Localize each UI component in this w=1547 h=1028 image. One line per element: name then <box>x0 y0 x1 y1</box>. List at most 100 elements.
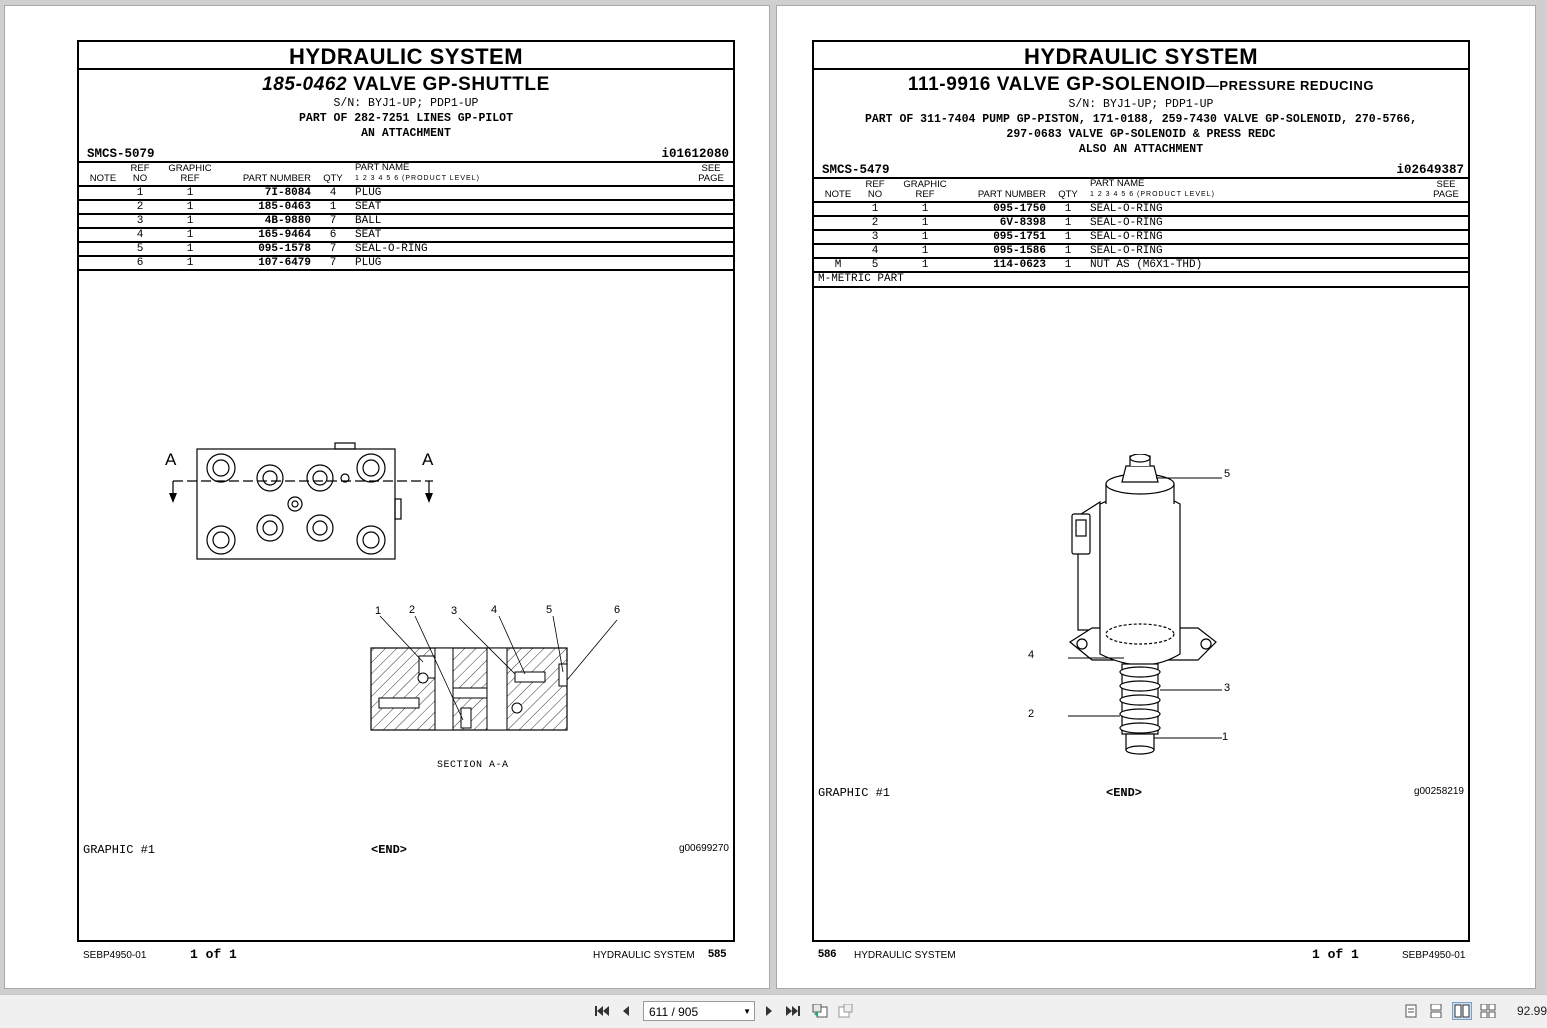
left-doc-id: i01612080 <box>661 147 729 161</box>
row-ref-no: 1 <box>862 202 888 217</box>
back-view-icon[interactable] <box>811 1003 829 1019</box>
solenoid-valve-drawing <box>1068 454 1222 755</box>
right-part-of-2: 297-0683 VALVE GP-SOLENOID & PRESS REDC <box>1006 128 1276 141</box>
right-footer-section: HYDRAULIC SYSTEM <box>854 950 956 961</box>
row-ref-no: 3 <box>862 230 888 245</box>
row-ref-no: 4 <box>127 228 153 243</box>
page-number-input[interactable]: 611 / 905 ▼ <box>643 1001 755 1021</box>
row-graphic-ref: 1 <box>888 258 962 273</box>
row-graphic-ref: 1 <box>153 228 227 243</box>
prev-page-icon[interactable] <box>617 1003 635 1019</box>
row-note <box>79 186 127 201</box>
zoom-level[interactable]: 92.99 <box>1516 1004 1547 1018</box>
callout-label: 1 <box>375 605 382 617</box>
callout-label: 5 <box>1224 468 1231 480</box>
dropdown-arrow-icon[interactable]: ▼ <box>743 1007 751 1016</box>
row-qty: 7 <box>313 256 353 271</box>
col-qty: QTY <box>1048 178 1088 203</box>
row-part-name: SEAT <box>353 200 689 215</box>
right-smcs: SMCS-5479 <box>822 163 890 177</box>
forward-view-icon[interactable] <box>837 1003 855 1019</box>
row-part-name: SEAL-O-RING <box>1088 202 1424 217</box>
row-ref-no: 2 <box>862 216 888 231</box>
row-note <box>814 244 862 259</box>
row-ref-no: 2 <box>127 200 153 215</box>
facing-icon[interactable] <box>1452 1002 1472 1020</box>
row-graphic-ref: 1 <box>153 242 227 257</box>
row-graphic-ref: 1 <box>888 244 962 259</box>
row-qty: 1 <box>1048 244 1088 259</box>
callout-label: 3 <box>451 605 458 617</box>
row-part-name: SEAL-O-RING <box>1088 244 1424 259</box>
right-footer-page-of: 1 of 1 <box>1312 947 1359 962</box>
left-footer-doc: SEBP4950-01 <box>83 950 147 961</box>
page-indicator-text: 611 / 905 <box>649 1005 699 1019</box>
left-serial: S/N: BYJ1-UP; PDP1-UP <box>333 97 479 110</box>
row-part-number: 165-9464 <box>227 228 313 243</box>
single-page-icon[interactable] <box>1402 1003 1420 1019</box>
left-page-header: HYDRAULIC SYSTEM <box>79 42 733 70</box>
row-note <box>79 200 127 215</box>
continuous-facing-icon[interactable] <box>1479 1003 1497 1019</box>
row-graphic-ref: 1 <box>153 186 227 201</box>
right-footer-doc: SEBP4950-01 <box>1402 950 1466 961</box>
callout-label: 1 <box>1222 731 1229 743</box>
row-see-page <box>1424 230 1468 245</box>
callout-label: 3 <box>1224 682 1231 694</box>
row-part-number: 095-1750 <box>962 202 1048 217</box>
row-part-name: SEAL-O-RING <box>1088 216 1424 231</box>
row-qty: 1 <box>313 200 353 215</box>
last-page-icon[interactable] <box>784 1003 802 1019</box>
row-qty: 7 <box>313 214 353 229</box>
row-see-page <box>689 242 733 257</box>
left-title-part-number: 185-0462 <box>262 74 348 95</box>
row-see-page <box>1424 202 1468 217</box>
section-mark-left: A <box>165 450 177 469</box>
left-end-label: <END> <box>371 843 408 857</box>
row-part-number: 185-0463 <box>227 200 313 215</box>
continuous-icon[interactable] <box>1427 1003 1445 1019</box>
row-see-page <box>1424 216 1468 231</box>
section-label: SECTION A-A <box>437 760 509 771</box>
row-see-page <box>689 186 733 201</box>
callout-label: 2 <box>409 604 416 616</box>
next-page-icon[interactable] <box>760 1003 778 1019</box>
row-note <box>79 256 127 271</box>
col-part-number: PART NUMBER <box>227 162 313 187</box>
first-page-icon[interactable] <box>593 1003 611 1019</box>
right-page-frame: HYDRAULIC SYSTEM 111-9916 VALVE GP-SOLEN… <box>812 40 1470 942</box>
row-qty: 7 <box>313 242 353 257</box>
viewer-toolbar: 611 / 905 ▼ 92.99 <box>0 994 1547 1028</box>
col-part-number: PART NUMBER <box>962 178 1048 203</box>
row-part-name: SEAL-O-RING <box>353 242 689 257</box>
right-smcs-row: SMCS-5479 i02649387 <box>814 163 1468 177</box>
left-page: HYDRAULIC SYSTEM 185-0462 VALVE GP-SHUTT… <box>5 6 769 988</box>
row-see-page <box>689 256 733 271</box>
callout-label: 4 <box>491 604 498 616</box>
metric-note: M-METRIC PART <box>814 273 1468 288</box>
row-part-name: PLUG <box>353 186 689 201</box>
row-note <box>814 230 862 245</box>
row-part-name: NUT AS (M6X1-THD) <box>1088 258 1424 273</box>
col-note: NOTE <box>79 162 127 187</box>
row-qty: 1 <box>1048 258 1088 273</box>
row-part-name: SEAT <box>353 228 689 243</box>
left-graphic-id: g00699270 <box>678 843 729 854</box>
right-page-header: HYDRAULIC SYSTEM <box>814 42 1468 70</box>
row-qty: 1 <box>1048 230 1088 245</box>
